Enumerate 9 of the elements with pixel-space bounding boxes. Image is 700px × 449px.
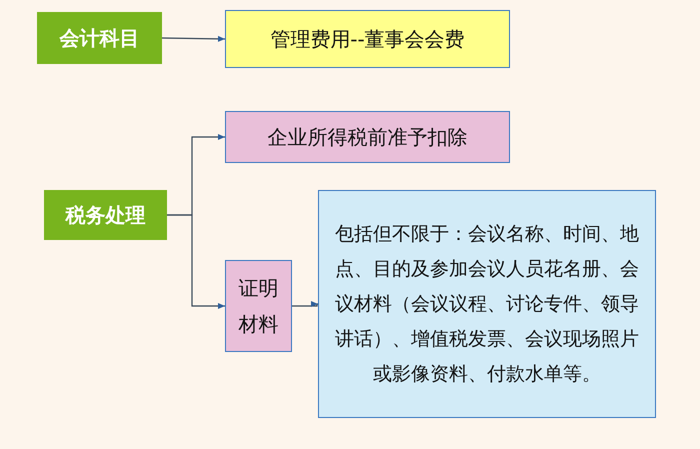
note-box: 包括但不限于：会议名称、时间、地点、目的及参加会议人员花名册、会议材料（会议议程、讨论专件、领导讲话）、增值税发票、会议现场照片或影像资料、付款水单等。: [318, 190, 656, 418]
account-box: 会计科目: [37, 12, 162, 64]
arrow: [167, 214, 225, 309]
process-box: 管理费用--董事会会费: [225, 10, 510, 68]
tax-box: 税务处理: [44, 190, 167, 240]
arrow: [292, 301, 318, 307]
process-box: 证明材料: [225, 260, 292, 352]
arrow: [162, 36, 226, 42]
process-box: 企业所得税前准予扣除: [225, 111, 510, 163]
